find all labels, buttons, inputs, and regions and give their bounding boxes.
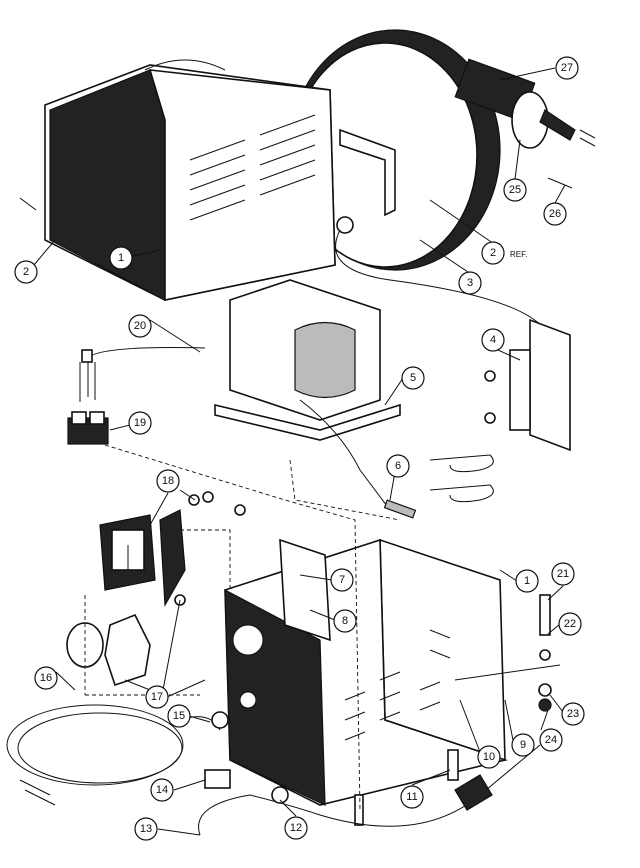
svg-text:1: 1 bbox=[524, 575, 530, 587]
callout-20: 20 bbox=[128, 314, 152, 338]
callout-25: 25 bbox=[503, 178, 527, 202]
callout-7: 7 bbox=[330, 568, 354, 592]
callout-14: 14 bbox=[150, 778, 174, 802]
svg-text:15: 15 bbox=[173, 710, 185, 722]
wire-harness bbox=[79, 347, 206, 402]
callout-5: 5 bbox=[401, 366, 425, 390]
callout-27: 27 bbox=[555, 56, 579, 80]
svg-text:13: 13 bbox=[140, 823, 152, 835]
callout-16: 16 bbox=[34, 666, 58, 690]
callout-1-base: 1 bbox=[515, 569, 539, 593]
callout-15: 15 bbox=[167, 704, 191, 728]
svg-text:14: 14 bbox=[156, 784, 168, 796]
svg-text:12: 12 bbox=[290, 822, 302, 834]
jumper-wires bbox=[429, 454, 494, 503]
callout-12: 12 bbox=[284, 816, 308, 840]
callout-24: 24 bbox=[539, 728, 563, 752]
callout-3: 3 bbox=[458, 271, 482, 295]
ac-cord bbox=[198, 711, 541, 836]
svg-text:21: 21 bbox=[557, 568, 569, 580]
svg-text:17: 17 bbox=[151, 691, 163, 703]
transformer bbox=[214, 279, 417, 519]
callout-8: 8 bbox=[333, 609, 357, 633]
ref-label: REF. bbox=[510, 250, 527, 259]
svg-text:3: 3 bbox=[467, 277, 473, 289]
svg-text:18: 18 bbox=[162, 475, 174, 487]
callout-22: 22 bbox=[558, 612, 582, 636]
callout-6: 6 bbox=[386, 454, 410, 478]
callout-18: 18 bbox=[156, 469, 180, 493]
charger-cover bbox=[44, 59, 551, 341]
svg-text:4: 4 bbox=[490, 334, 496, 346]
svg-text:24: 24 bbox=[545, 734, 557, 746]
svg-text:16: 16 bbox=[40, 672, 52, 684]
screw-26 bbox=[547, 177, 573, 189]
svg-text:11: 11 bbox=[406, 791, 417, 803]
callout-2: 2 bbox=[14, 260, 38, 284]
svg-text:2: 2 bbox=[23, 266, 29, 278]
cover-vents bbox=[189, 114, 316, 221]
svg-text:26: 26 bbox=[549, 208, 561, 220]
svg-text:27: 27 bbox=[561, 62, 573, 74]
callout-1: 1 bbox=[109, 246, 133, 270]
callout-26: 26 bbox=[543, 202, 567, 226]
callout-17: 17 bbox=[145, 685, 169, 709]
svg-text:19: 19 bbox=[134, 417, 146, 429]
ammeter bbox=[99, 491, 246, 608]
callout-4: 4 bbox=[481, 328, 505, 352]
callout-2-ref: 2 bbox=[481, 241, 505, 265]
callout-21: 21 bbox=[551, 562, 575, 586]
callout-13: 13 bbox=[134, 817, 158, 841]
svg-text:2: 2 bbox=[490, 247, 496, 259]
svg-text:6: 6 bbox=[395, 460, 401, 472]
svg-text:1: 1 bbox=[118, 252, 124, 264]
terminal-board bbox=[484, 318, 571, 452]
callout-23: 23 bbox=[561, 702, 585, 726]
svg-text:8: 8 bbox=[342, 615, 348, 627]
switch bbox=[67, 411, 109, 445]
callout-10: 10 bbox=[477, 745, 501, 769]
svg-text:23: 23 bbox=[567, 708, 579, 720]
fuse-holder bbox=[66, 613, 151, 687]
charger-base bbox=[224, 538, 561, 826]
svg-text:5: 5 bbox=[410, 372, 416, 384]
callout-19: 19 bbox=[128, 411, 152, 435]
svg-text:22: 22 bbox=[564, 618, 576, 630]
svg-text:20: 20 bbox=[134, 320, 146, 332]
svg-text:10: 10 bbox=[483, 751, 495, 763]
svg-text:7: 7 bbox=[339, 574, 345, 586]
callout-9: 9 bbox=[511, 733, 535, 757]
svg-text:25: 25 bbox=[509, 184, 521, 196]
callout-11: 11 bbox=[400, 785, 424, 809]
cord-reel-housing bbox=[289, 29, 596, 271]
svg-text:9: 9 bbox=[520, 739, 526, 751]
